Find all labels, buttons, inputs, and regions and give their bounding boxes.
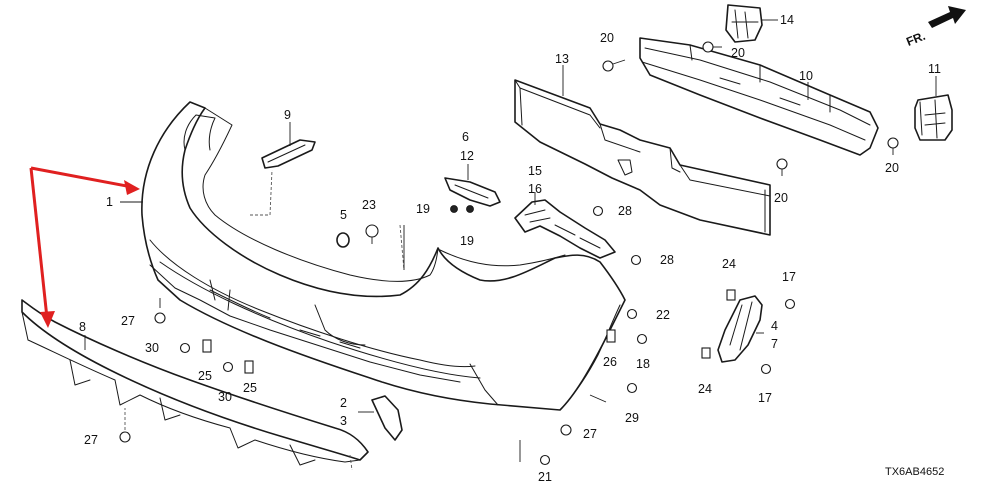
callout-24-upper: 24	[722, 257, 736, 271]
bolt-icon	[626, 308, 638, 320]
callout-25-right: 25	[243, 381, 257, 395]
callout-28-lower: 28	[660, 253, 674, 267]
bolt-icon	[776, 158, 788, 176]
callout-27-upper: 27	[121, 314, 135, 328]
callout-3: 3	[340, 414, 347, 428]
callout-4: 4	[771, 319, 778, 333]
clip-icon	[726, 289, 736, 301]
callout-6: 6	[462, 130, 469, 144]
callout-25-left: 25	[198, 369, 212, 383]
callout-16: 16	[528, 182, 542, 196]
bolt-icon	[539, 454, 551, 466]
clip-icon	[202, 339, 212, 353]
callout-17-lower: 17	[758, 391, 772, 405]
clip-icon	[450, 205, 458, 213]
callout-2: 2	[340, 396, 347, 410]
callout-12: 12	[460, 149, 474, 163]
clip-icon	[466, 205, 474, 213]
callout-labels: 1 2 3 4 5 6 7 8 9 10 11 12 13 14 15 16 1…	[79, 13, 941, 484]
bolt-icon	[887, 137, 899, 155]
leader-lines	[84, 19, 937, 462]
clip-icon	[606, 329, 616, 343]
clip-icon	[701, 347, 711, 359]
rear-bumper-face	[141, 101, 626, 411]
bolt-icon	[179, 342, 191, 354]
beam-bracket-right	[914, 94, 953, 141]
bolt-icon	[630, 254, 642, 266]
callout-13: 13	[555, 52, 569, 66]
callout-20-b: 20	[731, 46, 745, 60]
bolt-icon	[154, 298, 166, 324]
callout-14: 14	[780, 13, 794, 27]
front-direction-label: FR.	[904, 29, 927, 49]
callout-27-right: 27	[583, 427, 597, 441]
callout-24-lower: 24	[698, 382, 712, 396]
clip-icon	[244, 360, 254, 374]
callout-28-upper: 28	[618, 204, 632, 218]
front-direction-arrow-icon	[928, 6, 966, 28]
bolt-icon	[626, 382, 638, 394]
callout-20-a: 20	[600, 31, 614, 45]
bolt-icon	[365, 224, 379, 244]
callout-30-lower: 30	[218, 390, 232, 404]
side-bracket	[261, 139, 316, 169]
bolt-icon	[636, 333, 648, 345]
callout-10: 10	[799, 69, 813, 83]
energy-absorber	[514, 79, 771, 236]
bolt-icon	[222, 361, 234, 373]
callout-22: 22	[656, 308, 670, 322]
callout-8: 8	[79, 320, 86, 334]
callout-7: 7	[771, 337, 778, 351]
callout-18: 18	[636, 357, 650, 371]
bolt-icon	[119, 431, 131, 443]
callout-5: 5	[340, 208, 347, 222]
callout-11: 11	[928, 62, 941, 76]
grommet	[336, 232, 350, 248]
callout-27-lower: 27	[84, 433, 98, 447]
lower-diffuser	[21, 299, 369, 471]
callout-23: 23	[362, 198, 376, 212]
fasteners	[119, 41, 899, 466]
bolt-icon	[760, 363, 772, 375]
bolt-icon	[560, 424, 572, 436]
callout-21: 21	[538, 470, 552, 484]
bolt-icon	[592, 205, 604, 217]
callout-15: 15	[528, 164, 542, 178]
diagram-code: TX6AB4652	[885, 466, 944, 478]
beam-bracket-top	[725, 4, 763, 43]
bolt-icon	[602, 59, 626, 72]
trim-piece	[371, 395, 403, 441]
bolt-icon	[784, 298, 796, 310]
bumper-beam	[639, 37, 879, 156]
callout-20-c: 20	[774, 191, 788, 205]
middle-bracket	[444, 177, 501, 207]
callout-19-right: 19	[460, 234, 474, 248]
callout-17-upper: 17	[782, 270, 796, 284]
callout-9: 9	[284, 108, 291, 122]
callout-26: 26	[603, 355, 617, 369]
red-callout-arrow-icon	[29, 166, 140, 328]
callout-29: 29	[625, 411, 639, 425]
callout-20-d: 20	[885, 161, 899, 175]
bolt-icon	[702, 41, 722, 53]
reflector	[717, 295, 763, 363]
callout-30-left: 30	[145, 341, 159, 355]
callout-19-left: 19	[416, 202, 430, 216]
side-spacer	[514, 199, 616, 259]
callout-1: 1	[106, 195, 113, 209]
